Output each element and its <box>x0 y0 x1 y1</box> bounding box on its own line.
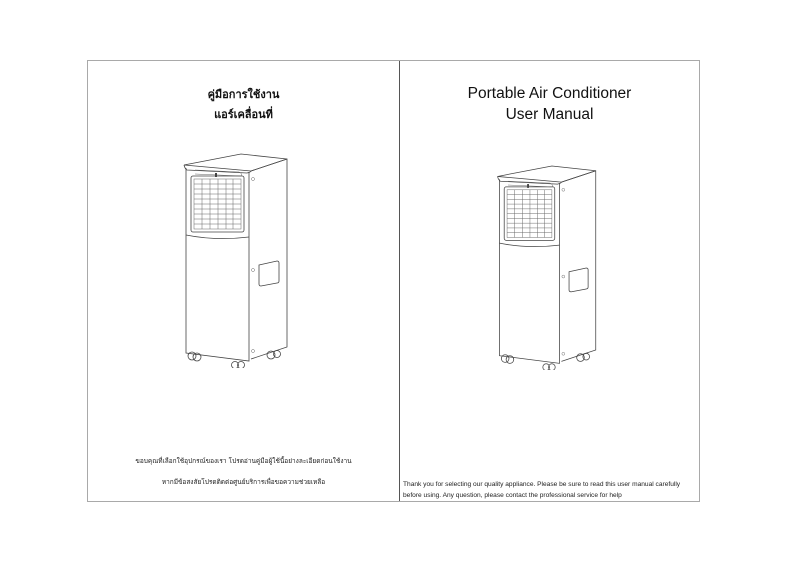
english-note-line2: before using. Any question, please conta… <box>403 492 622 499</box>
manual-cover-spread: คู่มือการใช้งาน แอร์เคลื่อนที่ <box>87 60 700 502</box>
left-page-thai: คู่มือการใช้งาน แอร์เคลื่อนที่ <box>88 61 399 501</box>
english-note-line1: Thank you for selecting our quality appl… <box>403 481 681 488</box>
right-page-english: Portable Air Conditioner User Manual <box>399 61 699 501</box>
thai-note-line1: ขอบคุณที่เลือกใช้อุปกรณ์ของเรา โปรดอ่านค… <box>135 457 352 465</box>
air-conditioner-illustration <box>181 153 296 373</box>
thai-title-line1: คู่มือการใช้งาน <box>207 88 280 101</box>
thai-title-line2: แอร์เคลื่อนที่ <box>214 108 273 121</box>
air-conditioner-illustration <box>492 165 607 375</box>
air-conditioner-icon <box>183 153 288 369</box>
english-title-line2: User Manual <box>505 106 594 123</box>
thai-note-line2: หากมีข้อสงสัยโปรดติดต่อศูนย์บริการเพื่อข… <box>161 478 326 486</box>
air-conditioner-icon <box>497 165 597 371</box>
english-title-line1: Portable Air Conditioner <box>467 85 632 102</box>
